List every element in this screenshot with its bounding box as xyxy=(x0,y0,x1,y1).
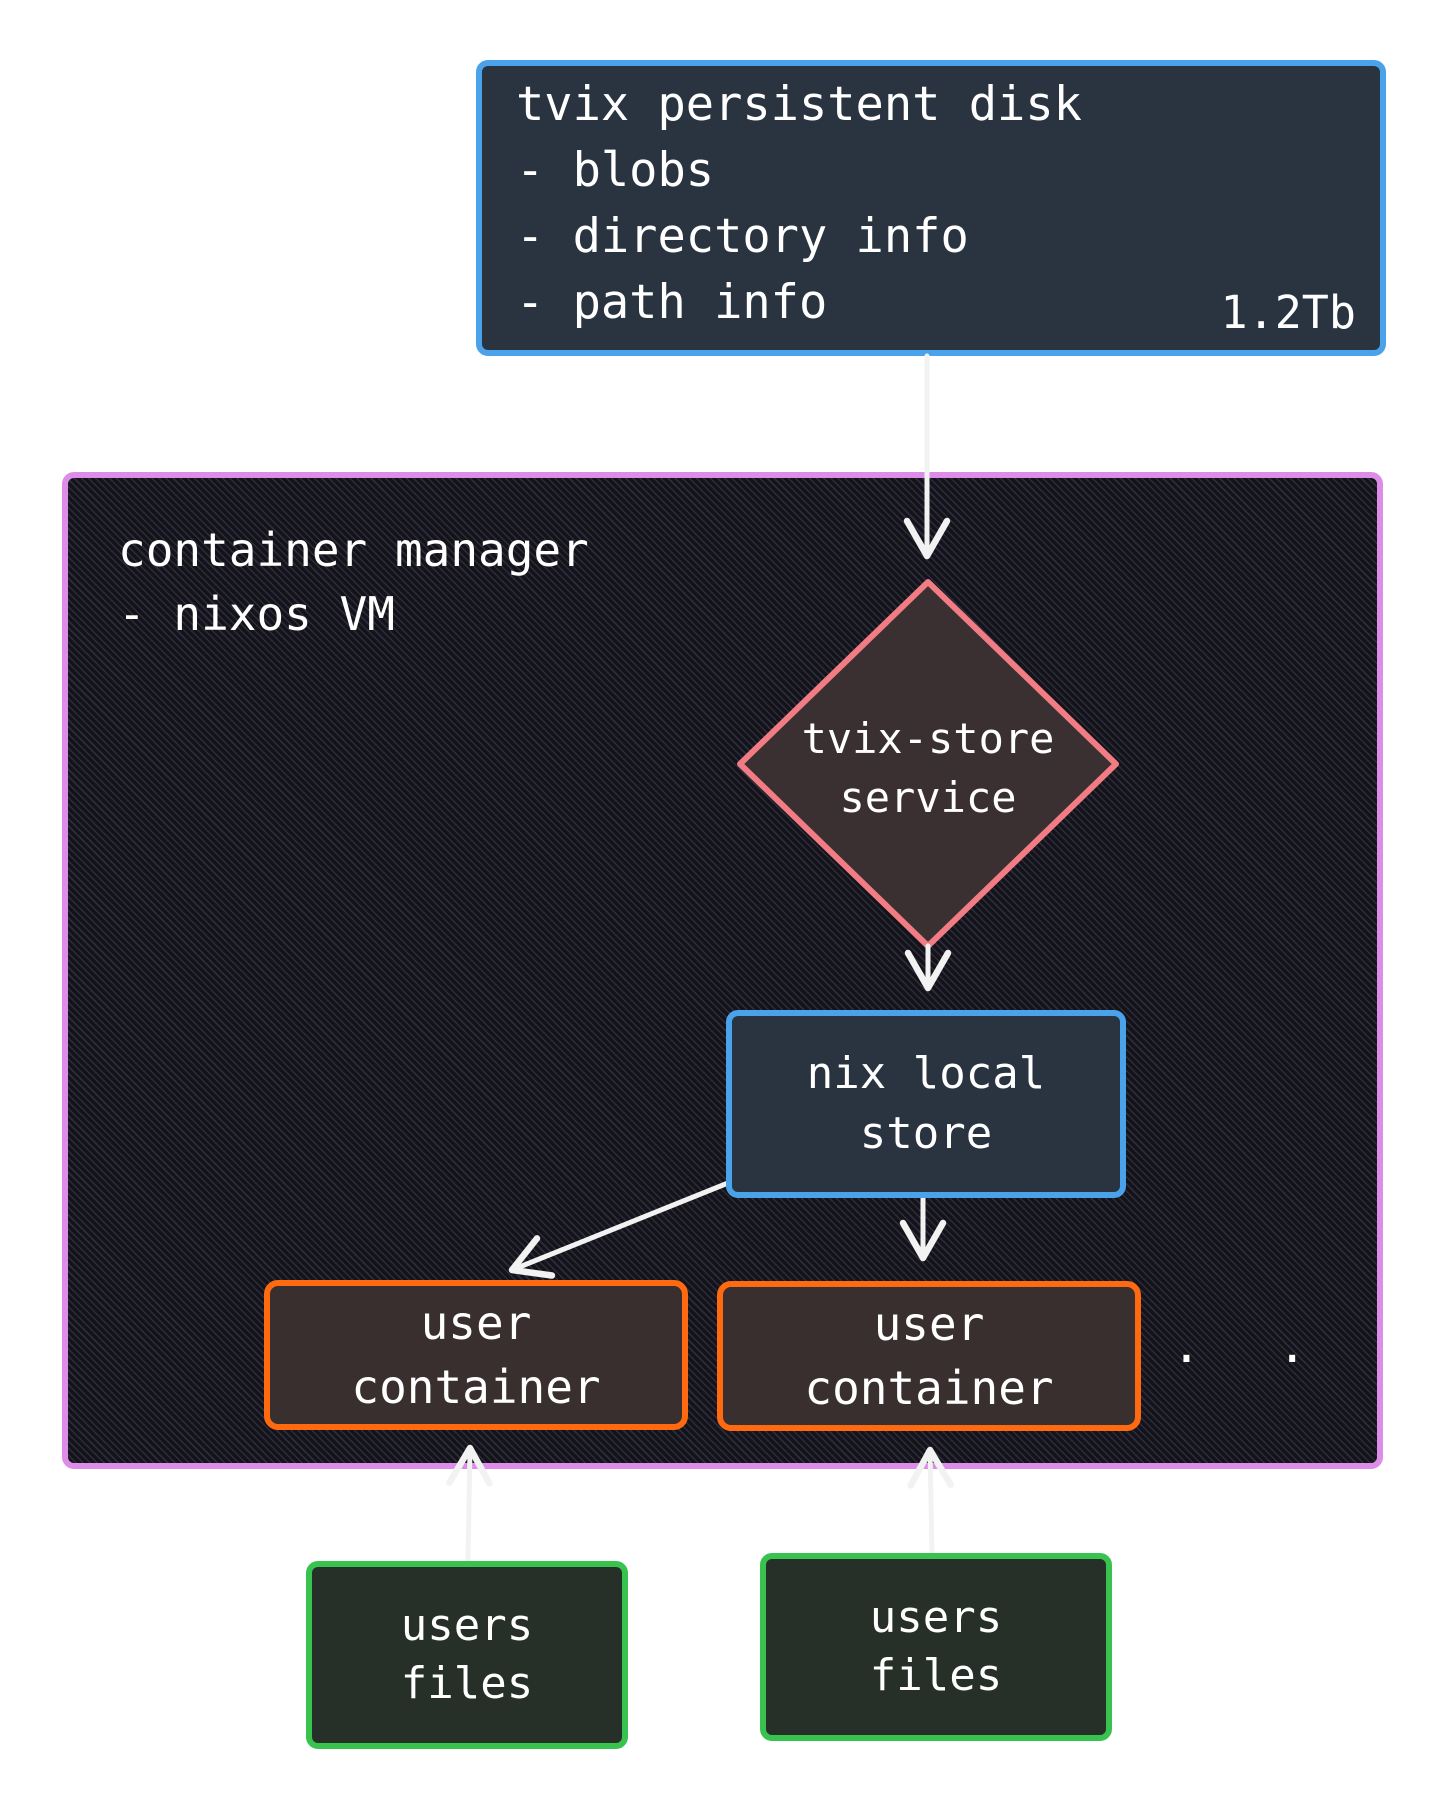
vm-subtitle: - nixos VM xyxy=(118,587,395,641)
container-label-line-2: container xyxy=(351,1360,601,1414)
tvix-store-service-diamond xyxy=(737,579,1119,949)
user-container-box: user container xyxy=(264,1280,688,1430)
users-files-box: users files xyxy=(306,1561,628,1749)
container-label-line-2: container xyxy=(804,1361,1054,1415)
disk-size-label: 1.2Tb xyxy=(1220,286,1356,339)
files-label-line-1: users xyxy=(400,1600,534,1651)
container-label-line-1: user xyxy=(873,1297,985,1351)
vm-title: container manager xyxy=(118,523,589,577)
files-label-line-1: users xyxy=(869,1592,1003,1643)
more-containers-ellipsis: . . . xyxy=(1172,1318,1437,1374)
files-label-line-2: files xyxy=(869,1650,1003,1701)
user-container-box: user container xyxy=(717,1281,1141,1431)
disk-item-blobs: - blobs xyxy=(516,143,715,198)
store-label-line-1: nix local xyxy=(806,1048,1046,1099)
users-files-box: users files xyxy=(760,1553,1112,1741)
service-label-line-1: tvix-store xyxy=(802,714,1055,763)
disk-item-path-info: - path info xyxy=(516,275,828,330)
tvix-persistent-disk-box: tvix persistent disk - blobs - directory… xyxy=(476,60,1386,356)
container-label-line-1: user xyxy=(420,1296,532,1350)
arrow-files-2-to-container-2 xyxy=(907,1446,954,1556)
nix-local-store-box: nix local store xyxy=(726,1010,1126,1198)
files-label-line-2: files xyxy=(400,1658,534,1709)
arrow-store-to-container-1 xyxy=(508,1180,731,1279)
arrow-files-1-to-container-1 xyxy=(446,1444,493,1564)
service-label-line-2: service xyxy=(839,773,1016,822)
disk-item-directory-info: - directory info xyxy=(516,209,969,264)
store-label-line-2: store xyxy=(859,1108,993,1159)
disk-title: tvix persistent disk xyxy=(516,77,1082,132)
